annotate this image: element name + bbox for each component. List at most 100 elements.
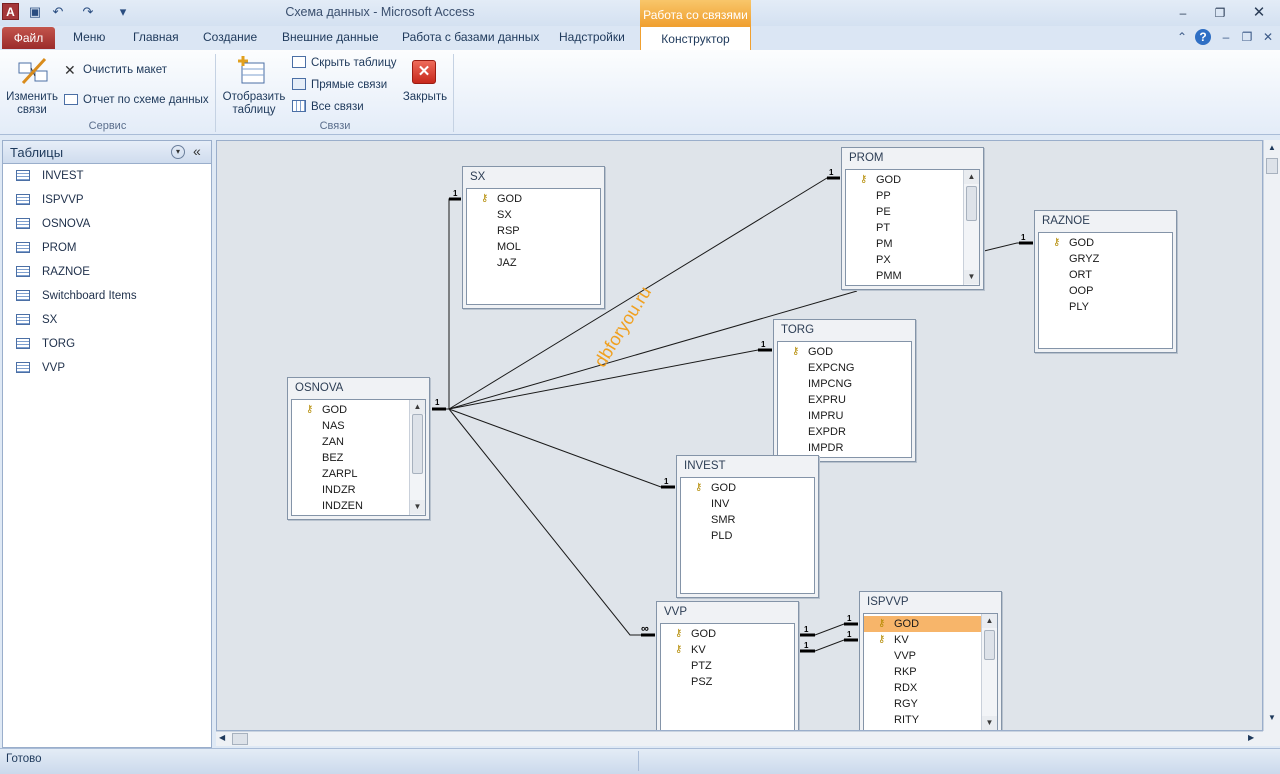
field-list-scrollbar[interactable]: ▲▼ [981,614,997,730]
undo-icon[interactable]: ↶ [52,4,64,19]
field-row[interactable]: VVP [864,648,981,664]
field-row[interactable]: ⚷GOD [467,191,600,207]
field-row[interactable]: ⚷GOD [846,172,963,188]
nav-dropdown-icon[interactable]: ▾ [171,145,185,159]
scroll-up-icon[interactable]: ▲ [964,170,979,184]
field-row[interactable]: RGY [864,696,981,712]
field-row[interactable]: PLD [681,528,814,544]
scroll-up-icon[interactable]: ▲ [410,400,425,414]
tab-external-data[interactable]: Внешние данные [282,30,379,44]
field-row[interactable]: EXPCNG [778,360,911,376]
nav-item-prom[interactable]: PROM [14,238,204,258]
minimize-icon[interactable]: – [1179,6,1187,20]
customize-quick-access-icon[interactable]: ▾ [119,4,127,19]
all-relationships-button[interactable]: Все связи [292,99,402,117]
restore-icon[interactable]: ❐ [1214,6,1226,20]
hide-table-button[interactable]: Скрыть таблицу [292,55,402,73]
access-app-icon[interactable]: A [2,3,19,20]
field-row[interactable]: PX [846,252,963,268]
redo-icon[interactable]: ↷ [82,4,94,19]
field-row[interactable]: NAS [292,418,409,434]
scroll-down-icon[interactable]: ▼ [982,716,997,730]
doc-close-icon[interactable]: ✕ [1262,30,1274,44]
scroll-right-icon[interactable]: ▶ [1248,733,1255,742]
field-row[interactable]: ZARPL [292,466,409,482]
field-row[interactable]: EXPDR [778,424,911,440]
field-row[interactable]: INV [681,496,814,512]
tab-designer[interactable]: Конструктор [640,26,751,51]
hscroll-thumb[interactable] [232,733,248,745]
minimize-ribbon-icon[interactable]: ⌃ [1176,30,1188,44]
field-row[interactable]: OOP [1039,283,1172,299]
direct-relationships-button[interactable]: Прямые связи [292,77,402,95]
nav-pane-header[interactable] [3,141,211,164]
field-row[interactable]: IMPCNG [778,376,911,392]
field-row[interactable]: SX [467,207,600,223]
nav-item-raznoe[interactable]: RAZNOE [14,262,204,282]
field-row[interactable]: BEZ [292,450,409,466]
tab-create[interactable]: Создание [203,30,258,44]
scroll-thumb[interactable] [966,186,977,221]
field-row[interactable]: EXPRU [778,392,911,408]
field-row[interactable]: ORT [1039,267,1172,283]
field-row[interactable]: PTZ [661,658,794,674]
help-icon[interactable]: ? [1195,29,1211,45]
relationship-report-button[interactable]: Отчет по схеме данных [64,92,214,110]
field-row[interactable]: GRYZ [1039,251,1172,267]
scroll-thumb[interactable] [984,630,995,660]
field-row[interactable]: PP [846,188,963,204]
field-list-scrollbar[interactable]: ▲▼ [409,400,425,515]
field-row[interactable]: SMR [681,512,814,528]
show-table-button[interactable]: Отобразить таблицу [220,53,288,119]
field-row[interactable]: ⚷KV [864,632,981,648]
table-box-title[interactable]: OSNOVA [295,382,344,394]
field-row[interactable]: INDZEN [292,498,409,514]
tab-home[interactable]: Главная [133,30,179,44]
nav-item-sx[interactable]: SX [14,310,204,330]
field-row[interactable]: PLY [1039,299,1172,315]
table-box-title[interactable]: SX [470,171,486,183]
nav-item-invest[interactable]: INVEST [14,166,204,186]
scroll-up-icon[interactable]: ▲ [982,614,997,628]
table-box-title[interactable]: PROM [849,152,884,164]
scroll-down-icon[interactable]: ▼ [1268,713,1276,722]
scroll-down-icon[interactable]: ▼ [964,270,979,284]
nav-item-vvp[interactable]: VVP [14,358,204,378]
save-icon[interactable]: ▣ [28,4,42,19]
table-box-title[interactable]: ISPVVP [867,596,909,608]
scroll-thumb[interactable] [412,414,423,474]
nav-item-torg[interactable]: TORG [14,334,204,354]
field-row[interactable]: ⚷GOD [661,626,794,642]
table-box-title[interactable]: RAZNOE [1042,215,1090,227]
field-row[interactable]: RKP [864,664,981,680]
field-list-scrollbar[interactable]: ▲▼ [963,170,979,285]
nav-item-ispvvp[interactable]: ISPVVP [14,190,204,210]
clear-layout-button[interactable]: ✕ Очистить макет [64,62,214,80]
tab-database-tools[interactable]: Работа с базами данных [402,30,540,44]
field-row[interactable]: JAZ [467,255,600,271]
tab-addins[interactable]: Надстройки [559,30,625,44]
scroll-left-icon[interactable]: ◀ [219,733,226,742]
table-box-title[interactable]: VVP [664,606,688,618]
scroll-up-icon[interactable]: ▲ [1268,143,1276,152]
field-row[interactable]: PE [846,204,963,220]
field-row[interactable]: IMPDR [778,440,911,456]
edit-relationships-button[interactable]: Изменить связи [4,53,60,119]
field-row[interactable]: ⚷GOD [681,480,814,496]
field-row[interactable]: PMM [846,268,963,284]
